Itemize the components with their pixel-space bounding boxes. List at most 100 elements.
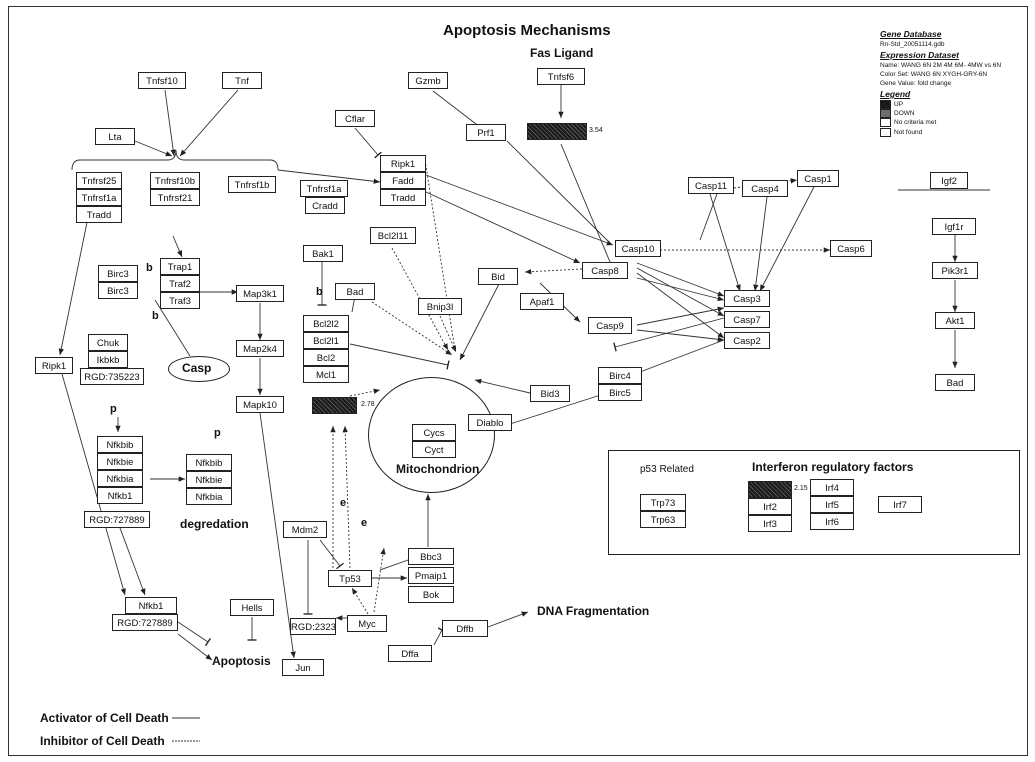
gene-bnip3l[interactable]: Bnip3l	[418, 298, 462, 315]
gene-hells[interactable]: Hells	[230, 599, 274, 616]
gene-nfkbie[interactable]: Nfkbie	[97, 453, 143, 470]
gene-nfkbib-degraded[interactable]: Nfkbib	[186, 454, 232, 471]
gene-apaf1[interactable]: Apaf1	[520, 293, 564, 310]
gene-gzmb[interactable]: Gzmb	[408, 72, 448, 89]
gene-bok[interactable]: Bok	[408, 586, 454, 603]
gene-birc3-a[interactable]: Birc3	[98, 265, 138, 282]
gene-bcl2l11[interactable]: Bcl2l11	[370, 227, 416, 244]
gene-nfkbia-degraded[interactable]: Nfkbia	[186, 488, 232, 505]
gene-tradd-b[interactable]: Tradd	[380, 189, 426, 206]
gene-nfkbib[interactable]: Nfkbib	[97, 436, 143, 453]
gene-bad-right[interactable]: Bad	[935, 374, 975, 391]
gene-prf1[interactable]: Prf1	[466, 124, 506, 141]
gene-cycs[interactable]: Cycs	[412, 424, 456, 441]
gene-rgd2323[interactable]: RGD:2323	[290, 618, 336, 635]
gene-trp63[interactable]: Trp63	[640, 511, 686, 528]
gene-mcl1[interactable]: Mcl1	[303, 366, 349, 383]
p-label-1: p	[110, 403, 117, 415]
gene-diablo[interactable]: Diablo	[468, 414, 512, 431]
gene-dffb[interactable]: Dffb	[442, 620, 488, 637]
gene-nfkb1[interactable]: Nfkb1	[97, 487, 143, 504]
gene-mdm2[interactable]: Mdm2	[283, 521, 327, 538]
gene-pmaip1[interactable]: Pmaip1	[408, 567, 454, 584]
gene-irf5[interactable]: Irf5	[810, 496, 854, 513]
gene-dffa[interactable]: Dffa	[388, 645, 432, 662]
b-label-3: b	[316, 286, 323, 298]
gene-traf3[interactable]: Traf3	[160, 292, 200, 309]
irf-fold-value: 2.15	[794, 485, 808, 492]
gene-pik3r1[interactable]: Pik3r1	[932, 262, 978, 279]
gene-bcl2l1[interactable]: Bcl2l1	[303, 332, 349, 349]
gene-tnfrsf1a[interactable]: Tnfrsf1a	[76, 189, 122, 206]
gene-chuk[interactable]: Chuk	[88, 334, 128, 351]
gene-tnf[interactable]: Tnf	[222, 72, 262, 89]
gene-tnfrsf25[interactable]: Tnfrsf25	[76, 172, 122, 189]
gene-bcl2[interactable]: Bcl2	[303, 349, 349, 366]
gene-birc4[interactable]: Birc4	[598, 367, 642, 384]
gene-tnfsf10[interactable]: Tnfsf10	[138, 72, 186, 89]
gene-bid3[interactable]: Bid3	[530, 385, 570, 402]
gene-irf7[interactable]: Irf7	[878, 496, 922, 513]
gene-ripk1-a[interactable]: Ripk1	[380, 155, 426, 172]
gene-fadd[interactable]: Fadd	[380, 172, 426, 189]
legend-down: DOWN	[880, 109, 1020, 119]
b-label-2: b	[152, 310, 159, 322]
gene-trap1[interactable]: Trap1	[160, 258, 200, 275]
gene-cradd[interactable]: Cradd	[305, 197, 345, 214]
gene-bad[interactable]: Bad	[335, 283, 375, 300]
gene-ikbkb[interactable]: Ikbkb	[88, 351, 128, 368]
gene-nfkbie-degraded[interactable]: Nfkbie	[186, 471, 232, 488]
gene-tp53[interactable]: Tp53	[328, 570, 372, 587]
gene-ripk1-b[interactable]: Ripk1	[35, 357, 73, 374]
gene-casp9[interactable]: Casp9	[588, 317, 632, 334]
gene-nfkb1-b[interactable]: Nfkb1	[125, 597, 177, 614]
gene-birc5[interactable]: Birc5	[598, 384, 642, 401]
gene-casp10[interactable]: Casp10	[615, 240, 661, 257]
gene-irf3[interactable]: Irf3	[748, 515, 792, 532]
gene-casp7[interactable]: Casp7	[724, 311, 770, 328]
gene-tnfsf6[interactable]: Tnfsf6	[537, 68, 585, 85]
gene-bbc3[interactable]: Bbc3	[408, 548, 454, 565]
gene-rgd735223[interactable]: RGD:735223	[80, 368, 144, 385]
gene-casp11[interactable]: Casp11	[688, 177, 734, 194]
gene-mapk10[interactable]: Mapk10	[236, 396, 284, 413]
gene-igf1r[interactable]: Igf1r	[932, 218, 976, 235]
gene-rgd727889-b[interactable]: RGD:727889	[112, 614, 178, 631]
gene-irf6[interactable]: Irf6	[810, 513, 854, 530]
gene-tnfrsf1b[interactable]: Tnfrsf1b	[228, 176, 276, 193]
gene-irf2[interactable]: Irf2	[748, 498, 792, 515]
gene-irf-dark-expression[interactable]	[748, 481, 792, 498]
gene-bak1[interactable]: Bak1	[303, 245, 343, 262]
gene-casp1[interactable]: Casp1	[797, 170, 839, 187]
gene-casp3[interactable]: Casp3	[724, 290, 770, 307]
gene-rgd727889[interactable]: RGD:727889	[84, 511, 150, 528]
gene-tradd[interactable]: Tradd	[76, 206, 122, 223]
gene-tnfsf6-expression[interactable]	[527, 123, 587, 140]
gene-cyct[interactable]: Cyct	[412, 441, 456, 458]
gene-tnfrsf21[interactable]: Tnfrsf21	[150, 189, 200, 206]
gene-bcl2l2[interactable]: Bcl2l2	[303, 315, 349, 332]
gene-cflar[interactable]: Cflar	[335, 110, 375, 127]
gene-tnfrsf10b[interactable]: Tnfrsf10b	[150, 172, 200, 189]
gene-map2k4[interactable]: Map2k4	[236, 340, 284, 357]
gene-bid[interactable]: Bid	[478, 268, 518, 285]
gene-dark-expression[interactable]	[312, 397, 357, 414]
gene-map3k1[interactable]: Map3k1	[236, 285, 284, 302]
gene-lta[interactable]: Lta	[95, 128, 135, 145]
gene-nfkbia[interactable]: Nfkbia	[97, 470, 143, 487]
gene-birc3-b[interactable]: Birc3	[98, 282, 138, 299]
gene-igf2[interactable]: Igf2	[930, 172, 968, 189]
gene-myc[interactable]: Myc	[347, 615, 387, 632]
gene-jun[interactable]: Jun	[282, 659, 324, 676]
gene-database-heading: Gene Database	[880, 29, 942, 39]
gene-casp4[interactable]: Casp4	[742, 180, 788, 197]
gene-trp73[interactable]: Trp73	[640, 494, 686, 511]
gene-casp8[interactable]: Casp8	[582, 262, 628, 279]
down-swatch	[880, 109, 891, 119]
gene-casp2[interactable]: Casp2	[724, 332, 770, 349]
gene-irf4[interactable]: Irf4	[810, 479, 854, 496]
gene-casp6[interactable]: Casp6	[830, 240, 872, 257]
gene-akt1[interactable]: Akt1	[935, 312, 975, 329]
gene-tnfrsf1a-b[interactable]: Tnfrsf1a	[300, 180, 348, 197]
gene-traf2[interactable]: Traf2	[160, 275, 200, 292]
